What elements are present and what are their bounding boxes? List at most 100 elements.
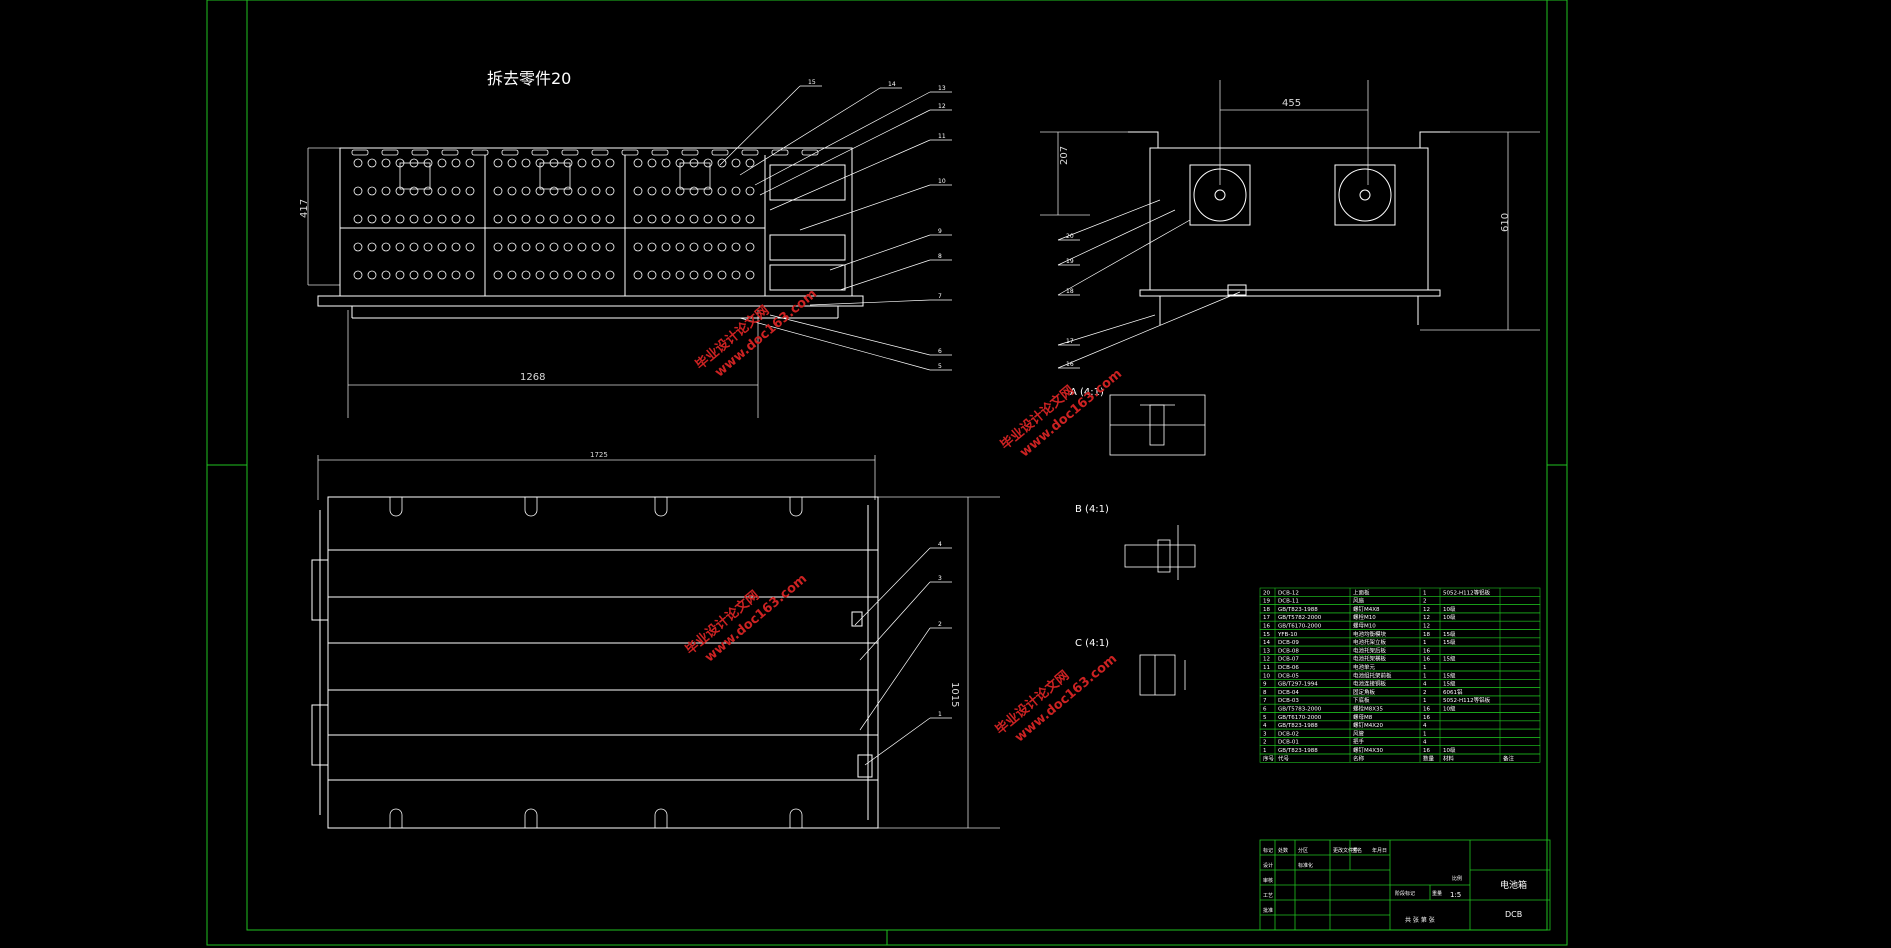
- battery-terminal: [661, 242, 671, 252]
- battery-terminal: [703, 186, 713, 196]
- battery-terminal: [731, 158, 741, 168]
- bom-cell: DCB-01: [1278, 740, 1299, 746]
- battery-terminal: [591, 242, 601, 252]
- callout-number: 2: [938, 621, 942, 628]
- notch: [524, 808, 538, 828]
- bom-cell: 名称: [1353, 754, 1365, 762]
- bom-row: [1259, 695, 1541, 705]
- battery-terminal: [563, 186, 573, 196]
- battery-terminal: [437, 186, 447, 196]
- battery-terminal: [451, 270, 461, 280]
- bom-cell: 1: [1423, 665, 1427, 671]
- bom-cell: 数量: [1423, 754, 1435, 762]
- leader-line: [759, 109, 931, 196]
- callout-number: 18: [1066, 288, 1074, 295]
- bom-cell: DCB-09: [1278, 640, 1299, 646]
- bom-cell: GB/T297-1994: [1278, 682, 1318, 688]
- front-view-title: 拆去零件20: [487, 69, 571, 88]
- battery-terminal: [745, 158, 755, 168]
- bom-cell: 代号: [1278, 754, 1290, 762]
- bom-row: [1259, 587, 1541, 597]
- battery-terminal: [367, 242, 377, 252]
- title-label: 重量: [1432, 890, 1442, 897]
- bom-row: [1259, 728, 1541, 738]
- callout-number: 5: [938, 363, 942, 370]
- detail-views: A (4:1) B (4:1) C (4:1): [1070, 387, 1206, 696]
- bom-cell: 序号: [1263, 754, 1275, 762]
- bom-cell: 15级: [1443, 680, 1456, 688]
- bom-cell: 7: [1263, 698, 1267, 704]
- battery-terminal: [633, 214, 643, 224]
- title-sheet-info: 共 张 第 张: [1405, 916, 1435, 924]
- battery-terminal: [409, 270, 419, 280]
- battery-terminal: [367, 270, 377, 280]
- bom-cell: 17: [1263, 615, 1270, 621]
- battery-terminal: [633, 270, 643, 280]
- battery-terminal: [675, 214, 685, 224]
- bom-cell: 4: [1423, 740, 1427, 746]
- title-label: 处数: [1278, 847, 1288, 854]
- leader-line: [1057, 199, 1161, 241]
- bom-cell: DCB-08: [1278, 648, 1299, 654]
- battery-terminal: [507, 186, 517, 196]
- battery-terminal: [423, 242, 433, 252]
- battery-terminal: [353, 214, 363, 224]
- title-label: 批准: [1263, 907, 1273, 914]
- battery-terminal: [423, 214, 433, 224]
- battery-terminal: [731, 186, 741, 196]
- bom-cell: 2: [1263, 740, 1267, 746]
- battery-terminal: [549, 214, 559, 224]
- leader-line: [769, 139, 931, 211]
- bom-cell: GB/T6170-2000: [1278, 715, 1322, 721]
- title-scale: 1:5: [1450, 891, 1461, 899]
- bom-cell: 6061铝: [1443, 688, 1463, 696]
- front-dim-width: 1268: [520, 372, 545, 383]
- bom-cell: 15级: [1443, 655, 1456, 663]
- battery-terminal: [451, 186, 461, 196]
- bom-cell: 9: [1263, 682, 1267, 688]
- battery-terminal: [353, 270, 363, 280]
- bom-cell: 风扇: [1353, 597, 1364, 605]
- battery-terminal: [535, 270, 545, 280]
- notch: [789, 808, 803, 828]
- front-slot: [771, 149, 789, 156]
- battery-terminal: [465, 214, 475, 224]
- bom-cell: 8: [1263, 690, 1267, 696]
- battery-terminal: [535, 214, 545, 224]
- leader-line: [719, 85, 801, 166]
- battery-terminal: [745, 214, 755, 224]
- bom-cell: DCB-02: [1278, 731, 1299, 737]
- battery-terminal: [633, 158, 643, 168]
- bom-row: [1259, 753, 1541, 763]
- battery-terminal: [381, 270, 391, 280]
- battery-terminal: [493, 158, 503, 168]
- battery-terminal: [465, 242, 475, 252]
- battery-terminal: [717, 270, 727, 280]
- detail-a-label: A (4:1): [1070, 387, 1104, 398]
- battery-terminal: [381, 158, 391, 168]
- front-slot: [501, 149, 519, 156]
- battery-terminal: [493, 214, 503, 224]
- battery-terminal: [437, 242, 447, 252]
- bom-cell: 1: [1423, 731, 1427, 737]
- bom-cell: 10级: [1443, 605, 1456, 613]
- front-view: 拆去零件20 417 1268: [299, 69, 952, 418]
- bom-cell: GB/T6170-2000: [1278, 624, 1322, 630]
- front-slot: [381, 149, 399, 156]
- battery-terminal: [745, 242, 755, 252]
- battery-terminal: [423, 186, 433, 196]
- bom-cell: 16: [1423, 715, 1430, 721]
- battery-terminal: [731, 242, 741, 252]
- bom-cell: 16: [1263, 624, 1270, 630]
- bom-cell: 螺钉M4X8: [1353, 605, 1380, 613]
- bom-cell: 18: [1263, 607, 1270, 613]
- battery-terminal: [493, 270, 503, 280]
- bom-cell: 5052-H112等铝板: [1443, 696, 1491, 704]
- title-label: 更改文件号: [1333, 847, 1358, 854]
- bom-row: [1259, 637, 1541, 647]
- front-slot: [441, 149, 459, 156]
- battery-terminal: [409, 186, 419, 196]
- leader-line: [739, 317, 931, 371]
- leader-line: [854, 547, 931, 626]
